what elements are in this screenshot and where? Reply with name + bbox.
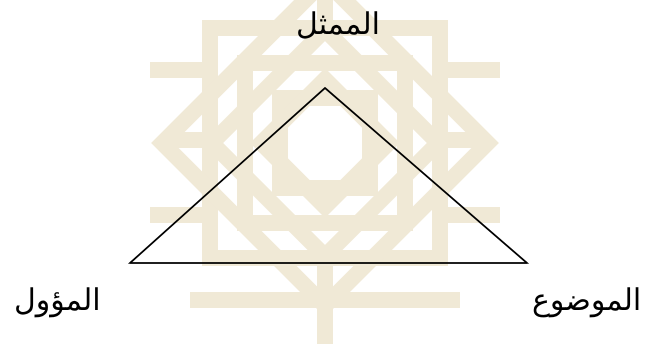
watermark-pattern: [150, 0, 500, 344]
object-label: الموضوع: [532, 286, 641, 316]
representamen-label: الممثل: [296, 10, 380, 40]
interpretant-label: المؤول: [14, 286, 101, 316]
